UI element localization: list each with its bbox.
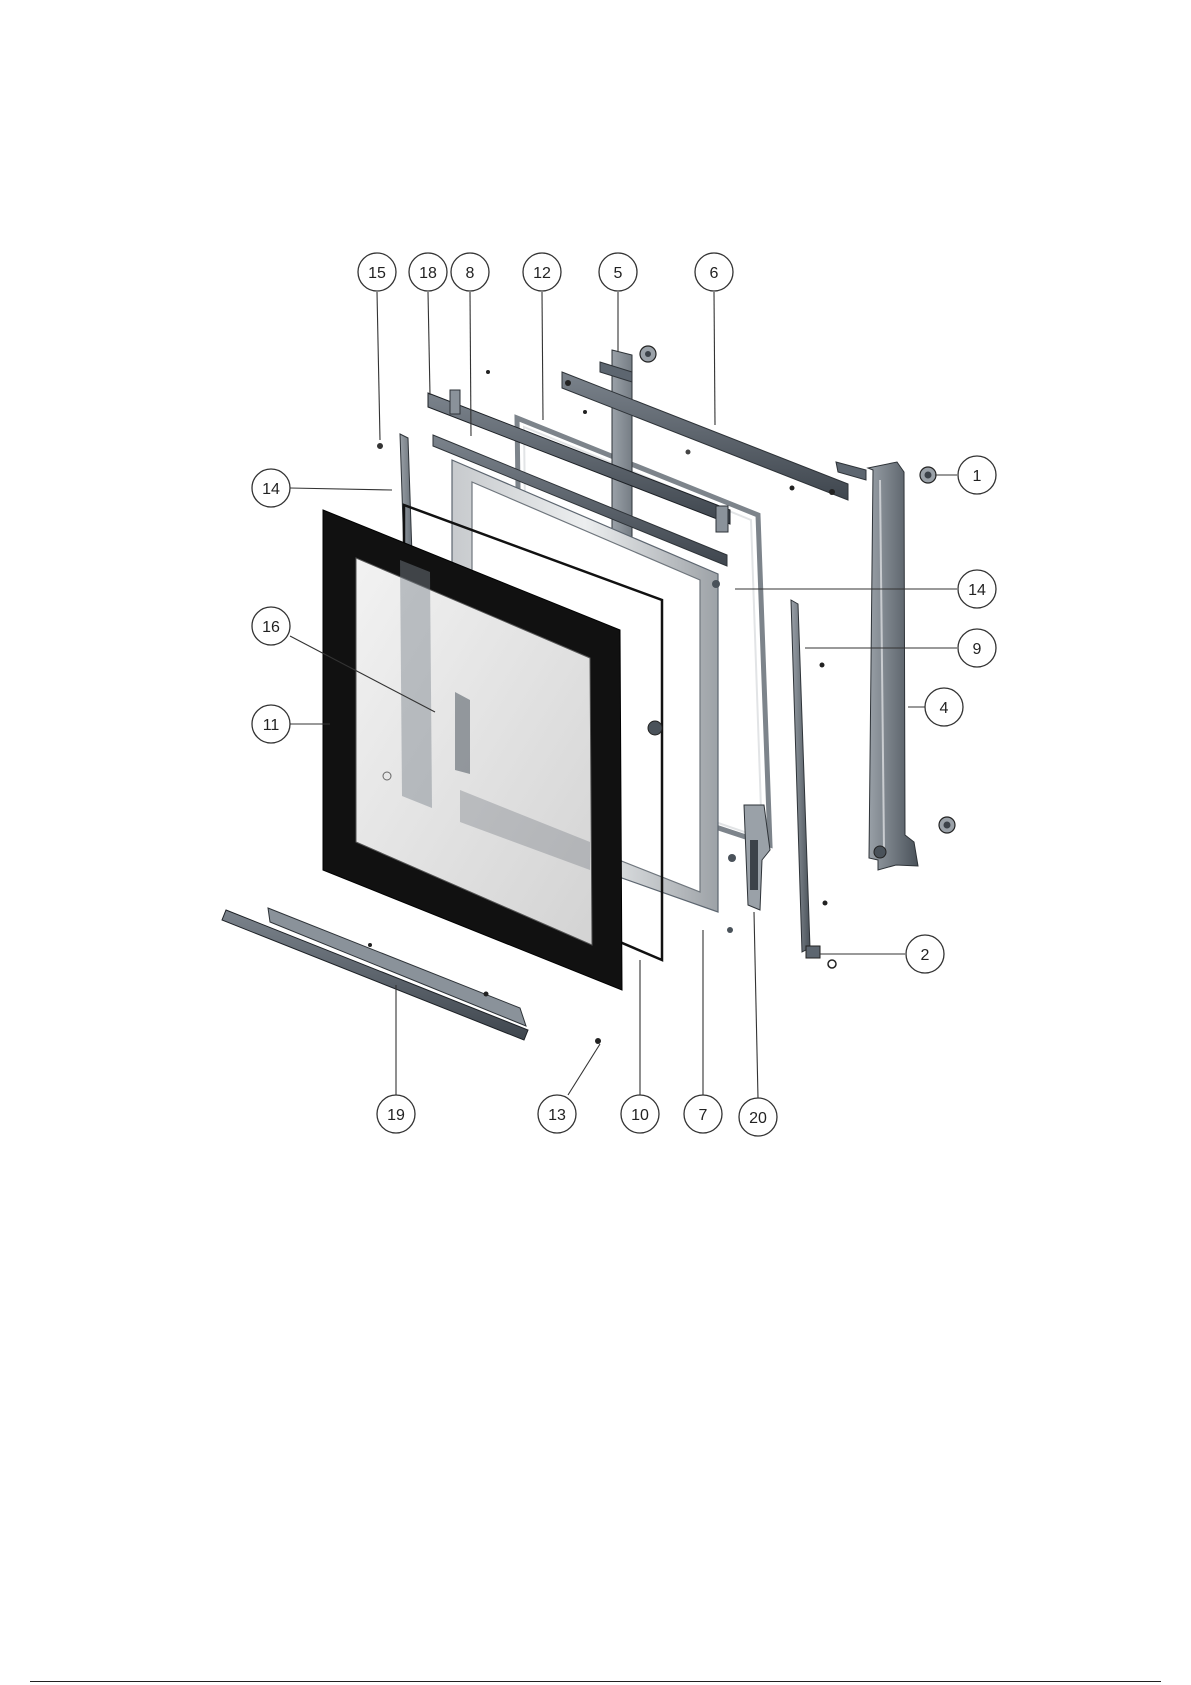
callout-10: 10 [621,1095,659,1133]
callout-label: 1 [973,468,982,485]
callout-label: 15 [368,265,386,282]
callout-6: 6 [695,253,733,291]
screw-bottom [595,1038,601,1044]
callout-8: 8 [451,253,489,291]
upper-bar [562,372,848,500]
screw-top-left [377,443,383,449]
callout-4: 4 [925,688,963,726]
callout-label: 11 [263,717,280,734]
page-bottom-rule [30,1681,1161,1682]
callout-13: 13 [538,1095,576,1133]
callout-2: 2 [906,935,944,973]
callout-15: 15 [358,253,396,291]
callout-18: 18 [409,253,447,291]
callout-label: 13 [548,1107,566,1124]
callout-20: 20 [739,1098,777,1136]
callout-label: 19 [387,1107,405,1124]
callout-14-right: 14 [958,570,996,608]
callout-7: 7 [684,1095,722,1133]
callout-label: 14 [262,481,280,498]
vertical-strip-right [791,600,836,968]
callout-label: 7 [699,1107,708,1124]
callout-label: 10 [631,1107,649,1124]
knob-top-right [920,467,936,483]
callout-label: 8 [466,265,475,282]
callout-label: 6 [710,265,719,282]
callout-label: 18 [419,265,437,282]
door-latch [728,805,770,910]
callout-label: 4 [940,700,949,717]
callout-label: 12 [533,265,551,282]
callout-label: 20 [749,1110,767,1127]
callout-19: 19 [377,1095,415,1133]
side-profile-right [836,462,918,870]
callout-16: 16 [252,607,290,645]
callout-14-left: 14 [252,469,290,507]
callout-5: 5 [599,253,637,291]
callout-11: 11 [252,705,290,743]
callout-label: 5 [614,265,623,282]
callout-label: 2 [921,947,930,964]
callout-label: 16 [262,619,280,636]
callout-12: 12 [523,253,561,291]
callout-9: 9 [958,629,996,667]
callout-label: 14 [968,582,986,599]
knob-bottom-right [939,817,955,833]
callout-label: 9 [973,641,982,658]
callout-1: 1 [958,456,996,494]
